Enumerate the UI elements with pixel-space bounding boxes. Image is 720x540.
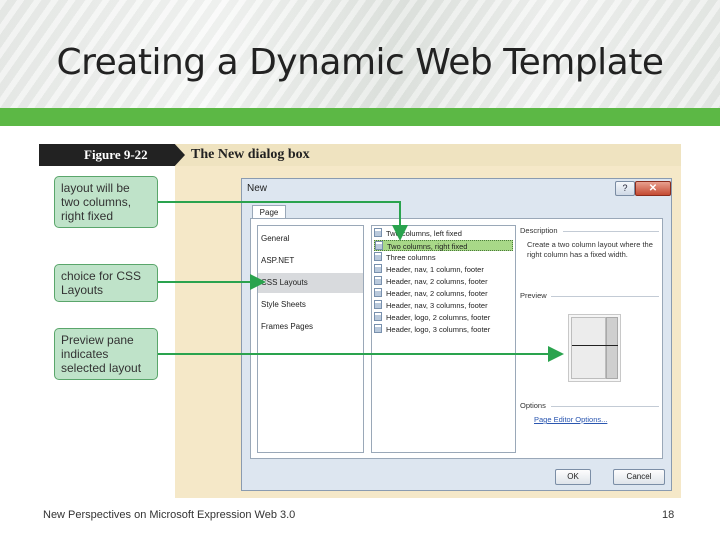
page-icon [374, 324, 382, 333]
description-label: Description [520, 226, 558, 235]
close-button[interactable]: ✕ [635, 181, 671, 196]
preview-right-column [606, 317, 618, 379]
page-icon [374, 252, 382, 261]
layout-item[interactable]: Header, nav, 1 column, footer [374, 264, 513, 275]
dialog-panel: General ASP.NET CSS Layouts Style Sheets… [250, 218, 663, 459]
page-icon [375, 241, 383, 250]
preview-width-arrow [572, 345, 618, 346]
layout-item[interactable]: Three columns [374, 252, 513, 263]
slide-title: Creating a Dynamic Web Template [56, 42, 665, 83]
footer-text: New Perspectives on Microsoft Expression… [43, 509, 296, 521]
figure-caption: The New dialog box [191, 147, 310, 162]
layout-item[interactable]: Header, nav, 2 columns, footer [374, 276, 513, 287]
layout-item[interactable]: Header, logo, 2 columns, footer [374, 312, 513, 323]
callout-preview-pane: Preview pane indicates selected layout [54, 328, 158, 380]
dialog-title: New [247, 183, 268, 194]
accent-band [0, 108, 720, 126]
layout-item-selected[interactable]: Two columns, right fixed [374, 240, 513, 251]
page-editor-options-link[interactable]: Page Editor Options... [534, 415, 608, 424]
category-general[interactable]: General [261, 234, 290, 243]
category-frames-pages[interactable]: Frames Pages [261, 322, 314, 331]
figure-label: Figure 9-22 [39, 144, 185, 166]
description-text: Create a two column layout where the rig… [527, 240, 653, 259]
header-background [0, 0, 720, 108]
description-divider [563, 231, 659, 232]
layout-item[interactable]: Header, nav, 2 columns, footer [374, 288, 513, 299]
cancel-button[interactable]: Cancel [613, 469, 665, 485]
page-icon [374, 276, 382, 285]
new-dialog: New ? ✕ Page General ASP.NET CSS Layouts… [241, 178, 672, 491]
callout-css-layouts: choice for CSS Layouts [54, 264, 158, 302]
layout-item[interactable]: Header, logo, 3 columns, footer [374, 324, 513, 335]
page-icon [374, 228, 382, 237]
preview-left-column [571, 317, 606, 379]
layout-preview [568, 314, 621, 382]
help-button[interactable]: ? [615, 181, 635, 196]
category-css-layouts[interactable]: CSS Layouts [258, 273, 363, 293]
category-asp-net[interactable]: ASP.NET [261, 256, 295, 265]
page-icon [374, 264, 382, 273]
page-icon [374, 288, 382, 297]
options-divider [551, 406, 659, 407]
preview-label: Preview [520, 291, 547, 300]
callout-two-columns: layout will be two columns, right fixed [54, 176, 158, 228]
close-icon: ✕ [648, 183, 658, 194]
page-icon [374, 300, 382, 309]
layout-item[interactable]: Header, nav, 3 columns, footer [374, 300, 513, 311]
options-label: Options [520, 401, 546, 410]
page-number: 18 [662, 509, 675, 521]
category-style-sheets[interactable]: Style Sheets [261, 300, 306, 309]
preview-divider [551, 296, 659, 297]
page-icon [374, 312, 382, 321]
figure-header: Figure 9-22 The New dialog box [39, 144, 681, 166]
layout-item[interactable]: Two columns, left fixed [374, 228, 513, 239]
layout-list: Two columns, left fixed Two columns, rig… [371, 225, 516, 453]
ok-button[interactable]: OK [555, 469, 591, 485]
category-list: General ASP.NET CSS Layouts Style Sheets… [257, 225, 364, 453]
